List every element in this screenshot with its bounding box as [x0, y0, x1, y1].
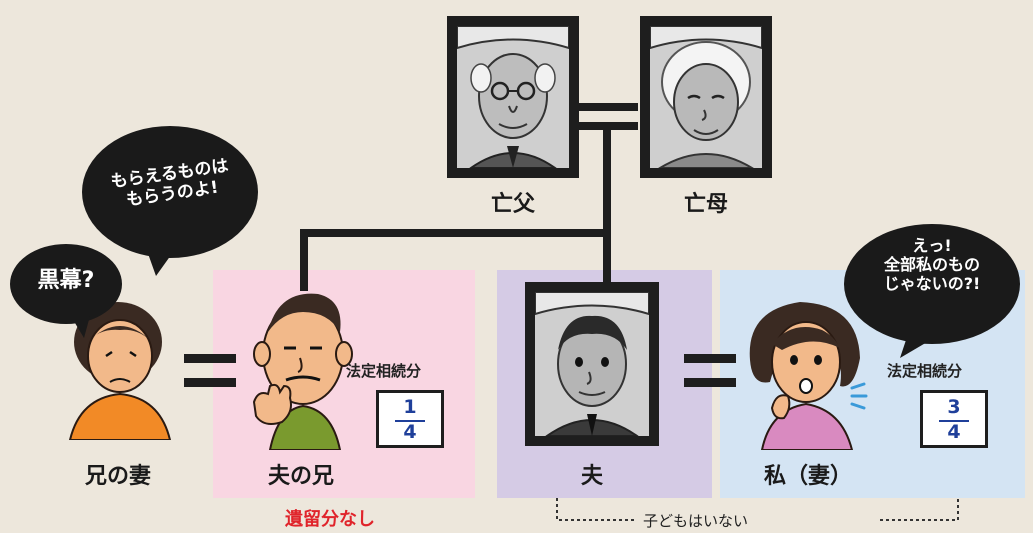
husband-brother-share-box: 1 4	[376, 390, 444, 448]
no-reserved-share-note: 遺留分なし	[285, 509, 375, 530]
wife-share-denominator: 4	[947, 421, 961, 443]
husband-brother-label: 夫の兄	[267, 464, 334, 489]
husband-brother-panel	[213, 270, 475, 498]
wife-label: 私（妻）	[763, 464, 852, 489]
husband-wife-equal-bottom	[684, 378, 736, 387]
wife-share-numerator: 3	[947, 396, 961, 418]
wife-share-box: 3 4	[920, 390, 988, 448]
deceased-father-portrait	[447, 16, 579, 178]
fraction-bar	[939, 420, 969, 422]
brother-wife-speech-text: 黒幕?	[37, 268, 95, 293]
fraction-bar	[395, 420, 425, 422]
deceased-father-label: 亡父	[490, 192, 535, 217]
husband-brother-share-numerator: 1	[403, 396, 417, 418]
sibling-horizontal-line	[300, 229, 611, 237]
husband-portrait	[525, 282, 659, 446]
parents-marriage-line-top	[578, 103, 638, 111]
parents-marriage-line-bottom	[578, 122, 638, 130]
deceased-mother-portrait	[640, 16, 772, 178]
wife-figure	[749, 302, 868, 450]
brother-wife-figure	[68, 302, 172, 440]
brother-speech-bubble	[82, 126, 258, 276]
husband-wife-equal-top	[684, 354, 736, 363]
wife-speech-bubble	[844, 224, 1020, 358]
brother-wife-label: 兄の妻	[84, 464, 151, 489]
brother-wife-equal-top	[184, 354, 236, 363]
descent-line	[603, 130, 611, 286]
brother-drop-line	[300, 229, 308, 291]
husband-brother-figure	[252, 293, 353, 450]
no-children-bracket	[556, 498, 959, 521]
deceased-mother-label: 亡母	[683, 192, 728, 217]
husband-brother-legal-share-label: 法定相続分	[346, 362, 422, 380]
brother-wife-equal-bottom	[184, 378, 236, 387]
wife-legal-share-label: 法定相続分	[887, 362, 963, 380]
husband-label: 夫	[580, 464, 603, 489]
no-children-note: 子どもはいない	[643, 512, 749, 530]
wife-speech-text: えっ! 全部私のもの じゃないの?!	[883, 236, 981, 294]
brother-wife-speech-bubble	[10, 244, 122, 338]
husband-brother-share-denominator: 4	[403, 421, 417, 443]
